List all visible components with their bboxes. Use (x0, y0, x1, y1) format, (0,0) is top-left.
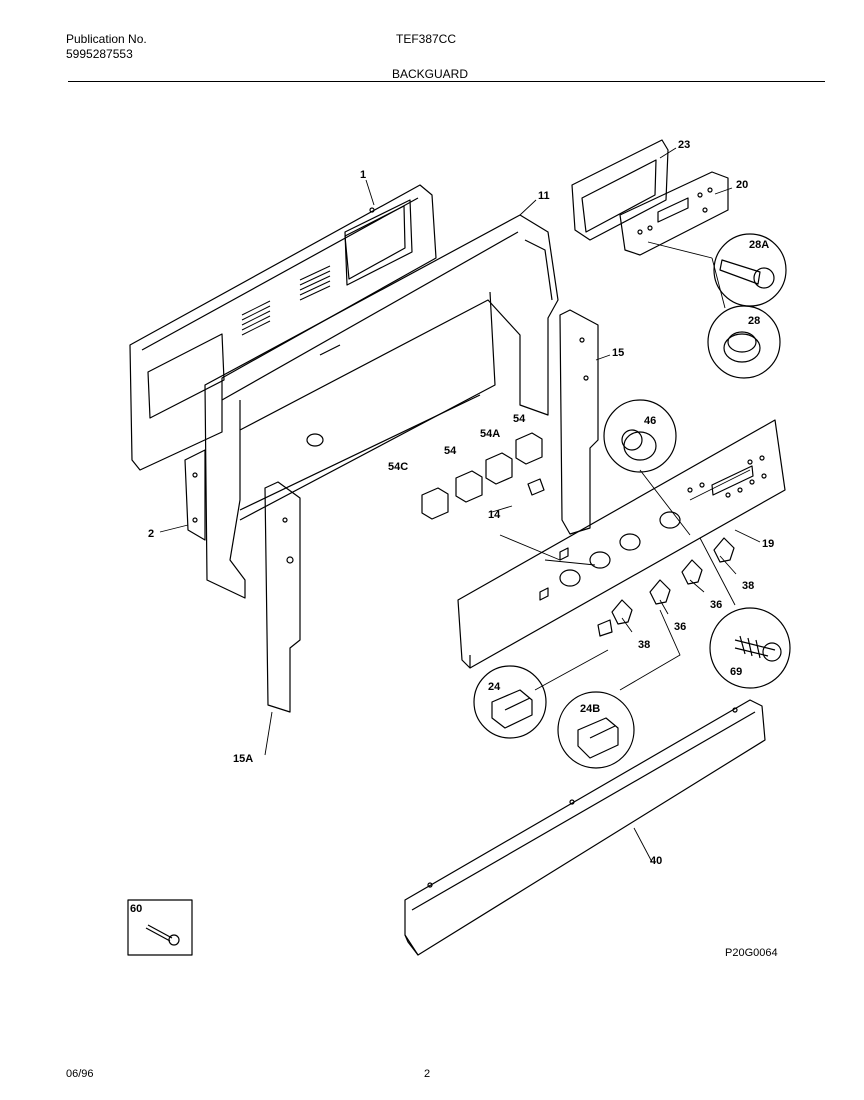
label-14: 14 (488, 509, 501, 521)
label-54-middle: 54 (444, 445, 457, 457)
detail-46 (603, 399, 677, 473)
detail-24 (473, 665, 547, 739)
label-36-left: 36 (674, 621, 686, 633)
label-38-right: 38 (742, 580, 754, 592)
label-1: 1 (360, 169, 366, 181)
lower-trim (404, 699, 766, 956)
footer-page-number: 2 (424, 1068, 431, 1080)
label-38-left: 38 (638, 639, 650, 651)
knobs (597, 537, 735, 637)
clock-window (571, 139, 669, 241)
label-15: 15 (612, 347, 624, 359)
label-40: 40 (650, 855, 662, 867)
publication-number: 5995287553 (66, 47, 133, 61)
label-28A: 28A (749, 239, 769, 251)
label-11: 11 (538, 190, 550, 202)
leader-lines (159, 147, 761, 863)
switches (421, 432, 545, 520)
section-title: BACKGUARD (392, 67, 469, 81)
label-15A: 15A (233, 753, 253, 765)
label-54C: 54C (388, 461, 408, 473)
side-bracket-left (184, 449, 206, 541)
part-labels: 1 11 23 20 28A 28 15 46 54 54A 54 54C 14… (130, 139, 778, 959)
label-60: 60 (130, 903, 142, 915)
detail-69 (709, 607, 791, 689)
label-54-upper: 54 (513, 413, 526, 425)
header-rule (68, 81, 825, 82)
label-54A: 54A (480, 428, 500, 440)
label-2: 2 (148, 528, 154, 540)
control-panel (457, 419, 786, 669)
label-24B: 24B (580, 703, 600, 715)
label-23: 23 (678, 139, 690, 151)
backguard-frame (204, 214, 559, 599)
detail-28 (707, 305, 781, 379)
label-24: 24 (488, 681, 501, 693)
label-20: 20 (736, 179, 748, 191)
diagram-code: P20G0064 (725, 947, 778, 959)
label-28: 28 (748, 315, 760, 327)
rear-panel (129, 184, 437, 471)
footer-date: 06/96 (66, 1068, 94, 1080)
end-cap-left (264, 481, 301, 713)
label-19: 19 (762, 538, 774, 550)
end-cap-right (559, 309, 599, 535)
publication-label: Publication No. (66, 32, 147, 46)
label-46: 46 (644, 415, 656, 427)
label-69: 69 (730, 666, 742, 678)
detail-24B (557, 691, 635, 769)
model-number: TEF387CC (396, 32, 457, 46)
detail-60 (127, 899, 193, 956)
label-36-right: 36 (710, 599, 722, 611)
clock-board (619, 171, 729, 256)
